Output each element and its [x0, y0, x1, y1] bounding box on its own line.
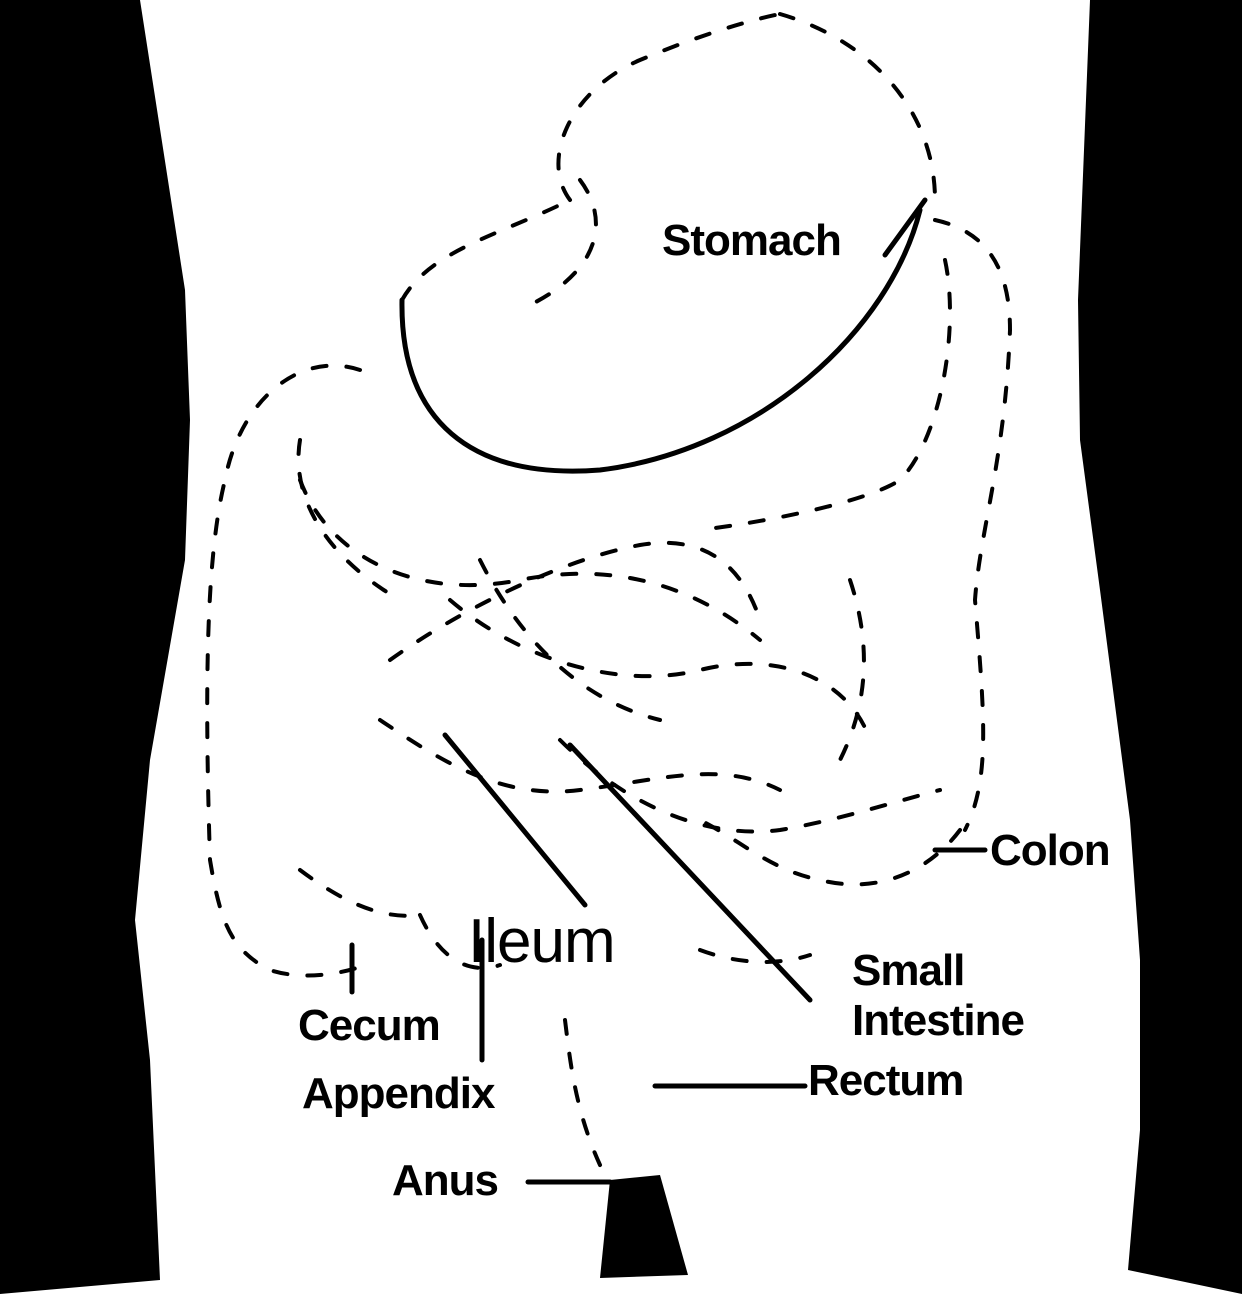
small-intestine-leader-1: [445, 735, 585, 905]
anus-label: Anus: [392, 1156, 498, 1205]
stomach-leader: [885, 200, 925, 255]
colon-outline: [207, 220, 1010, 975]
cecum-label: Cecum: [298, 1001, 440, 1050]
rectum-label: Rectum: [808, 1056, 963, 1105]
colon-label: Colon: [990, 826, 1110, 875]
anus-shape: [600, 1175, 688, 1278]
small-intestine-label-line2: Intestine: [852, 996, 1024, 1045]
appendix-label: Appendix: [302, 1069, 496, 1118]
small-intestine-label-line1: Small: [852, 946, 964, 995]
ileum-label: Ileum: [468, 907, 615, 976]
small-intestine-coils: [300, 480, 940, 916]
rectum-outline: [565, 1020, 600, 1165]
body-silhouette-right: [1078, 0, 1242, 1294]
body-silhouette-left: [0, 0, 190, 1294]
stomach-label: Stomach: [662, 216, 841, 265]
